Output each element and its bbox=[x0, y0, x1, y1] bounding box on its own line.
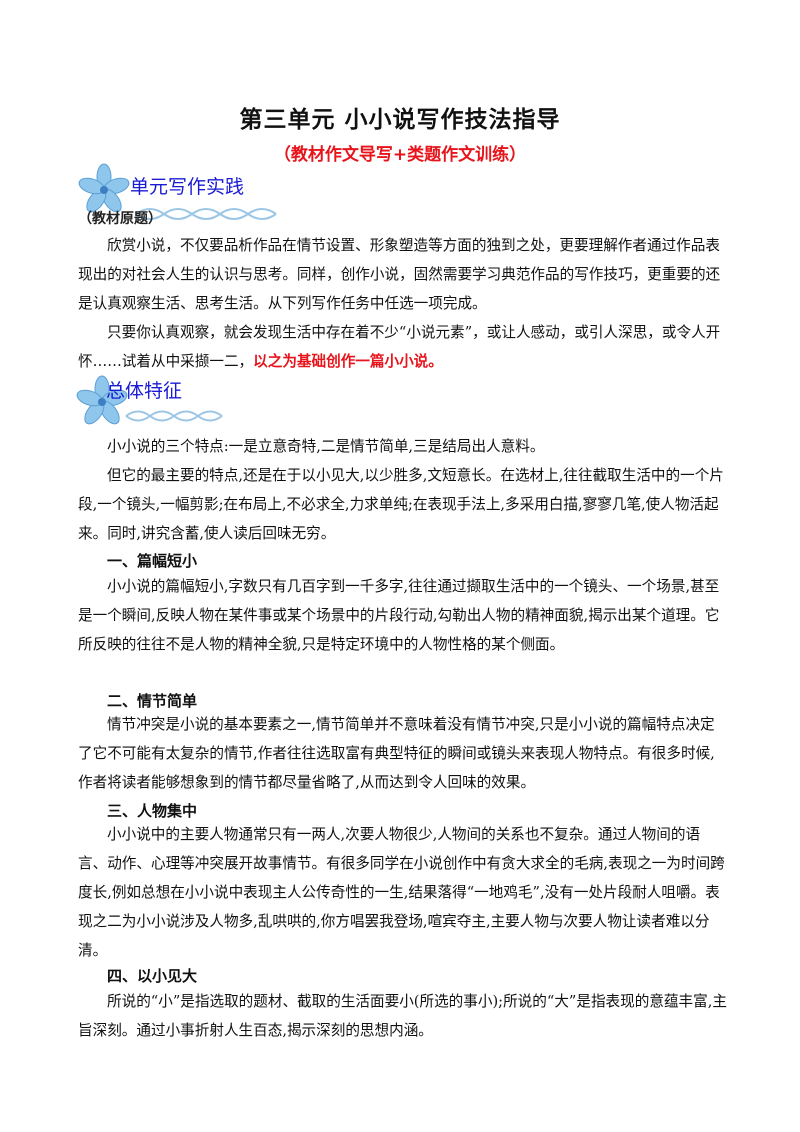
section-heading-features: 总体特征 bbox=[106, 380, 183, 402]
paragraph-features-intro-2: 但它的最主要的特点,还是在于以小见大,以少胜多,文短意长。在选材上,往往截取生活… bbox=[78, 467, 724, 542]
point-heading-2: 二、情节简单 bbox=[107, 692, 198, 710]
point-heading-3: 三、人物集中 bbox=[107, 802, 198, 820]
point-heading-4: 四、以小见大 bbox=[107, 967, 198, 985]
page-subtitle: （教材作文导写+类题作文训练） bbox=[273, 145, 527, 165]
point-heading-1: 一、篇幅短小 bbox=[107, 552, 198, 570]
section-header-practice: 单元写作实践 bbox=[76, 160, 296, 220]
point-text-1: 小小说的篇幅短小,字数只有几百字到一千多字,往往通过撷取生活中的一个镜头、一个场… bbox=[78, 578, 720, 653]
point-text-3: 小小说中的主要人物通常只有一两人,次要人物很少,人物间的关系也不复杂。通过人物间… bbox=[78, 826, 725, 959]
paragraph-practice-2-text: 只要你认真观察，就会发现生活中存在着不少“小说元素”，或让人感动，或引人深思，或… bbox=[78, 324, 721, 370]
source-label: （教材原题） bbox=[78, 211, 162, 227]
point-text-4: 所说的“小”是指选取的题材、截取的生活面要小(所选的事小);所说的“大”是指表现… bbox=[78, 993, 727, 1039]
page-title: 第三单元 小小说写作技法指导 bbox=[239, 107, 561, 133]
point-text-2: 情节冲突是小说的基本要素之一,情节简单并不意味着没有情节冲突,只是小小说的篇幅特… bbox=[78, 716, 715, 791]
paragraph-practice-2: 只要你认真观察，就会发现生活中存在着不少“小说元素”，或让人感动，或引人深思，或… bbox=[78, 318, 728, 376]
paragraph-practice-2-highlight: 以之为基础创作一篇小小说。 bbox=[253, 353, 443, 370]
paragraph-practice-1: 欣赏小说，不仅要品析作品在情节设置、形象塑造等方面的独到之处，更要理解作者通过作… bbox=[78, 237, 721, 312]
section-heading-practice: 单元写作实践 bbox=[130, 176, 245, 198]
paragraph-features-intro-1: 小小说的三个特点:一是立意奇特,二是情节简单,三是结局出人意料。 bbox=[107, 438, 545, 455]
flower-ribbon-icon bbox=[76, 375, 223, 425]
section-header-features: 总体特征 bbox=[76, 372, 276, 432]
flower-ribbon-icon bbox=[78, 163, 277, 220]
